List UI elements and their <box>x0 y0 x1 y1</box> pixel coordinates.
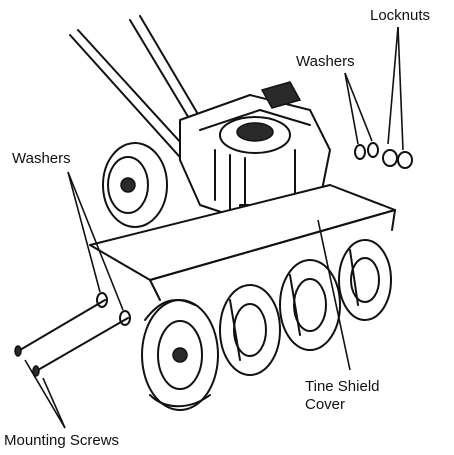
tine-shield-cover <box>89 184 396 301</box>
washers-right-label: Washers <box>296 53 355 70</box>
mounting-screws-label: Mounting Screws <box>4 432 119 449</box>
left-washers <box>96 292 131 326</box>
washers-left-label: Washers <box>12 150 71 167</box>
tine-shield-label-line2: Cover <box>305 396 345 413</box>
leader-lines <box>24 26 404 429</box>
right-fasteners <box>354 142 413 169</box>
locknuts-label: Locknuts <box>370 7 430 24</box>
tines <box>141 239 392 411</box>
engine <box>179 81 331 236</box>
mounting-screws <box>14 299 129 377</box>
transport-wheel <box>102 142 168 228</box>
tine-shield-label-line1: Tine Shield <box>305 378 380 395</box>
